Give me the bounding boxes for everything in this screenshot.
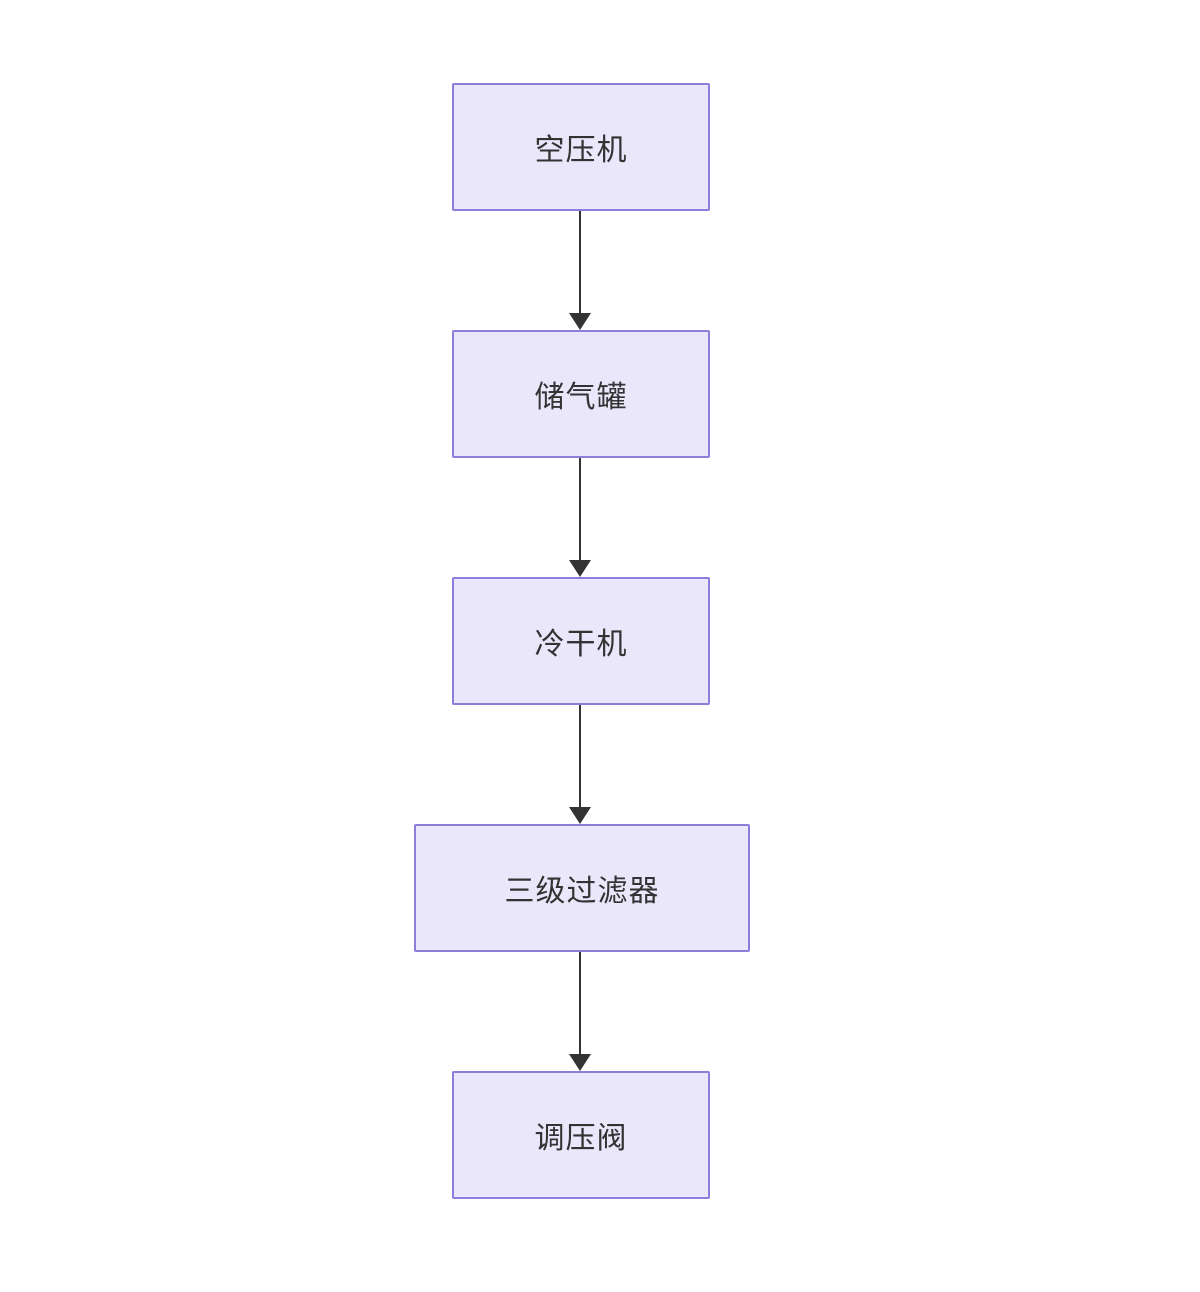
flow-node-refrigerated-dryer: 冷干机 (452, 577, 710, 705)
flow-node-air-compressor: 空压机 (452, 83, 710, 211)
arrowhead-down-icon (569, 1054, 591, 1071)
arrow-connector (569, 211, 591, 330)
arrowhead-down-icon (569, 807, 591, 824)
flow-node-three-stage-filter: 三级过滤器 (414, 824, 750, 952)
arrow-line (579, 952, 581, 1057)
flow-node-pressure-regulating-valve: 调压阀 (452, 1071, 710, 1199)
node-label: 空压机 (534, 133, 628, 168)
arrowhead-down-icon (569, 560, 591, 577)
arrowhead-down-icon (569, 313, 591, 330)
arrow-connector (569, 705, 591, 824)
arrow-line (579, 705, 581, 810)
flow-node-air-storage-tank: 储气罐 (452, 330, 710, 458)
node-label: 三级过滤器 (504, 874, 660, 909)
node-label: 冷干机 (534, 627, 628, 662)
node-label: 调压阀 (534, 1121, 628, 1156)
arrow-connector (569, 952, 591, 1071)
arrow-line (579, 458, 581, 563)
arrow-line (579, 211, 581, 316)
node-label: 储气罐 (534, 380, 628, 415)
arrow-connector (569, 458, 591, 577)
